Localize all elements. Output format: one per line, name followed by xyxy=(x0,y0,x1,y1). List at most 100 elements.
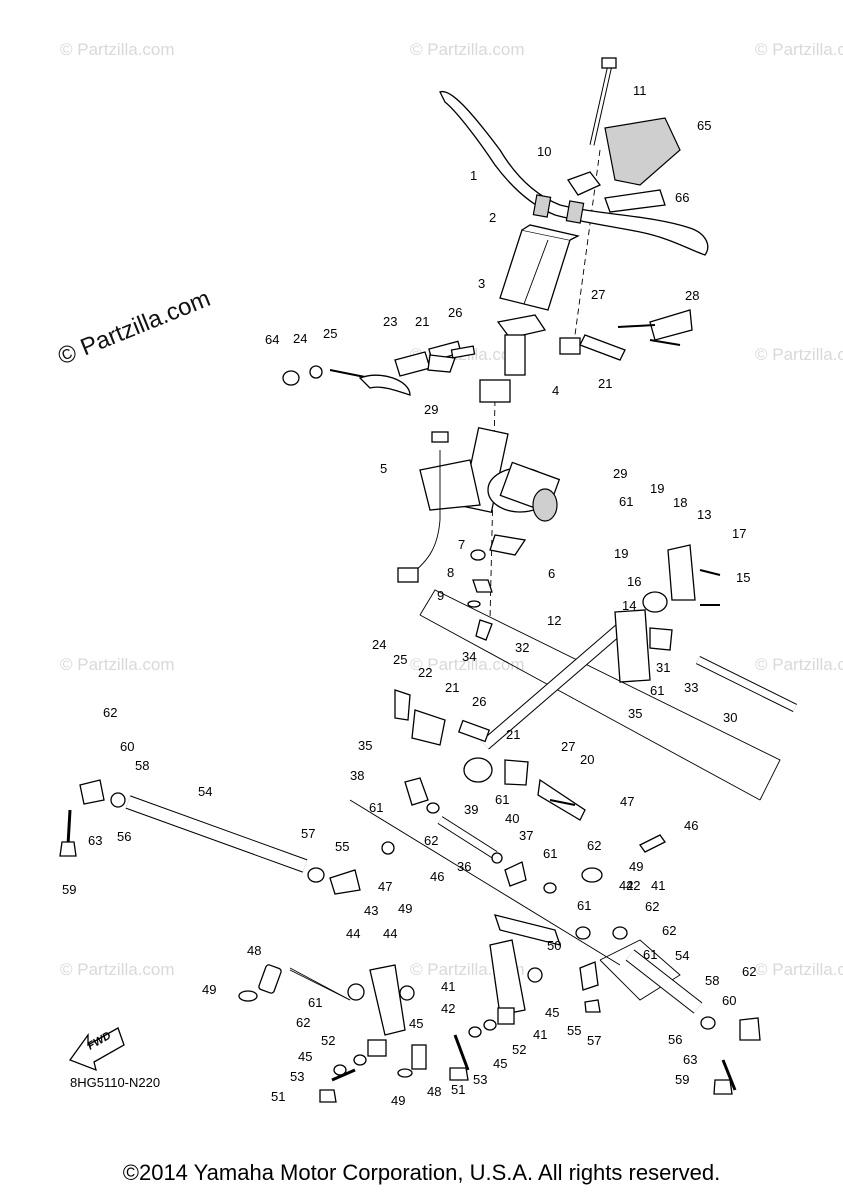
tie-rod-left xyxy=(59,779,361,895)
callout-41: 41 xyxy=(533,1027,547,1042)
callout-29: 29 xyxy=(613,466,627,481)
watermark-large: © Partzilla.com xyxy=(54,285,214,371)
callout-66: 66 xyxy=(675,190,689,205)
callout-15: 15 xyxy=(736,570,750,585)
callout-13: 13 xyxy=(697,507,711,522)
callout-23: 23 xyxy=(383,314,397,329)
callout-35: 35 xyxy=(628,706,642,721)
callout-29: 29 xyxy=(424,402,438,417)
callout-47: 47 xyxy=(378,879,392,894)
mid-linkage xyxy=(394,689,586,821)
watermark-group: © Partzilla.com © Partzilla.com © Partzi… xyxy=(54,40,843,979)
callout-18: 18 xyxy=(673,495,687,510)
callout-61: 61 xyxy=(308,995,322,1010)
callout-52: 52 xyxy=(512,1042,526,1057)
callout-3: 3 xyxy=(478,276,485,291)
callout-21: 21 xyxy=(445,680,459,695)
callout-61: 61 xyxy=(643,947,657,962)
copyright-notice: ©2014 Yamaha Motor Corporation, U.S.A. A… xyxy=(122,1160,721,1185)
callout-49: 49 xyxy=(398,901,412,916)
handlebar-clamp xyxy=(567,57,681,213)
callout-61: 61 xyxy=(650,683,664,698)
callout-21: 21 xyxy=(415,314,429,329)
callout-42: 42 xyxy=(619,878,633,893)
callout-60: 60 xyxy=(120,739,134,754)
callout-1: 1 xyxy=(470,168,477,183)
callout-62: 62 xyxy=(103,705,117,720)
callout-34: 34 xyxy=(462,649,476,664)
callout-56: 56 xyxy=(668,1032,682,1047)
handlebar xyxy=(439,90,709,256)
watermark: © Partzilla.com xyxy=(60,40,175,59)
callout-59: 59 xyxy=(675,1072,689,1087)
callout-53: 53 xyxy=(473,1072,487,1087)
callout-61: 61 xyxy=(543,846,557,861)
callout-11: 11 xyxy=(633,83,647,98)
diagram-code: 8HG5110-N220 xyxy=(70,1075,160,1090)
callout-26: 26 xyxy=(448,305,462,320)
callout-21: 21 xyxy=(598,376,612,391)
callout-56: 56 xyxy=(117,829,131,844)
callout-49: 49 xyxy=(202,982,216,997)
watermark: © Partzilla.com xyxy=(755,960,843,979)
callout-59: 59 xyxy=(62,882,76,897)
watermark: © Partzilla.com xyxy=(60,655,175,674)
callout-61: 61 xyxy=(577,898,591,913)
callout-39: 39 xyxy=(464,802,478,817)
steering-arm-right xyxy=(579,309,693,361)
callout-10: 10 xyxy=(537,144,551,159)
callout-54: 54 xyxy=(198,784,212,799)
callout-44: 44 xyxy=(383,926,397,941)
callout-44: 44 xyxy=(346,926,360,941)
callout-47: 47 xyxy=(620,794,634,809)
callout-58: 58 xyxy=(705,973,719,988)
right-small-parts xyxy=(381,834,666,940)
callout-51: 51 xyxy=(271,1089,285,1104)
callout-50: 50 xyxy=(547,938,561,953)
callout-62: 62 xyxy=(424,833,438,848)
callout-45: 45 xyxy=(409,1016,423,1031)
callout-24: 24 xyxy=(372,637,386,652)
callout-25: 25 xyxy=(323,326,337,341)
callout-5: 5 xyxy=(380,461,387,476)
callout-43: 43 xyxy=(364,903,378,918)
callout-33: 33 xyxy=(684,680,698,695)
callout-62: 62 xyxy=(662,923,676,938)
cross-shaft xyxy=(481,609,673,750)
watermark: © Partzilla.com xyxy=(755,345,843,364)
callout-22: 22 xyxy=(418,665,432,680)
callout-9: 9 xyxy=(437,588,444,603)
callout-14: 14 xyxy=(622,598,636,613)
lever-arms xyxy=(347,914,561,1036)
callout-48: 48 xyxy=(247,943,261,958)
watermark: © Partzilla.com xyxy=(755,40,843,59)
watermark: © Partzilla.com xyxy=(60,960,175,979)
callout-60: 60 xyxy=(722,993,736,1008)
steering-arm-left xyxy=(282,345,476,396)
callout-27: 27 xyxy=(591,287,605,302)
watermark: © Partzilla.com xyxy=(755,655,843,674)
callout-37: 37 xyxy=(519,828,533,843)
link-48-left xyxy=(238,964,351,1002)
callout-48: 48 xyxy=(427,1084,441,1099)
callout-62: 62 xyxy=(645,899,659,914)
callout-54: 54 xyxy=(675,948,689,963)
callout-51: 51 xyxy=(451,1082,465,1097)
callout-7: 7 xyxy=(458,537,465,552)
callout-61: 61 xyxy=(495,792,509,807)
callout-12: 12 xyxy=(547,613,561,628)
callout-38: 38 xyxy=(350,768,364,783)
callout-8: 8 xyxy=(447,565,454,580)
callout-61: 61 xyxy=(619,494,633,509)
callout-24: 24 xyxy=(293,331,307,346)
handle-cover xyxy=(499,224,580,311)
callout-36: 36 xyxy=(457,859,471,874)
callout-45: 45 xyxy=(545,1005,559,1020)
callout-19: 19 xyxy=(650,481,664,496)
callout-35: 35 xyxy=(358,738,372,753)
bottom-hardware xyxy=(319,1007,515,1103)
callout-40: 40 xyxy=(505,811,519,826)
callout-26: 26 xyxy=(472,694,486,709)
callout-41: 41 xyxy=(651,878,665,893)
